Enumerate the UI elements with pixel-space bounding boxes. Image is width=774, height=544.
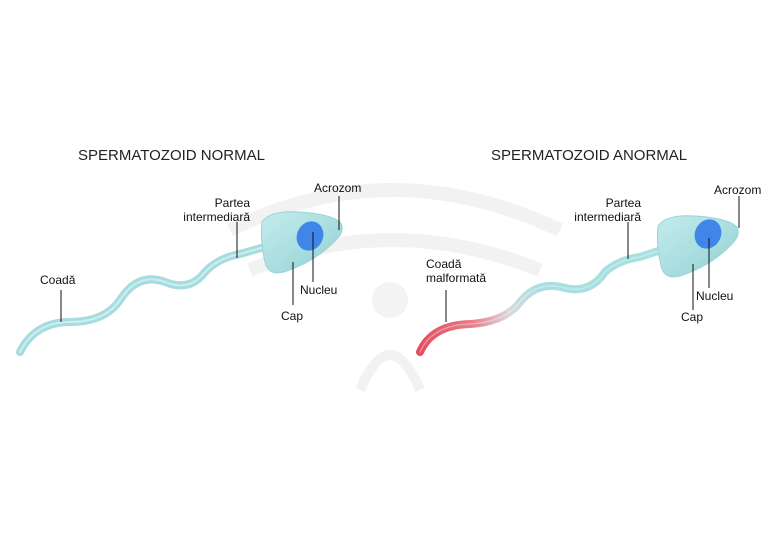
- abnormal-nucleus: [694, 219, 722, 249]
- normal-label-partea-line1: Partea: [214, 196, 250, 210]
- abnormal-label-acrozom: Acrozom: [714, 183, 762, 197]
- abnormal-leader-lines: [445, 196, 740, 322]
- normal-nucleus: [296, 221, 324, 251]
- abnormal-label-coada-malformata: Coadă malformată: [426, 257, 486, 285]
- abnormal-sperm-illustration: [416, 215, 739, 356]
- normal-label-coada: Coadă: [40, 273, 76, 287]
- normal-label-nucleu: Nucleu: [300, 283, 338, 297]
- abnormal-tail: [416, 245, 668, 356]
- normal-label-partea-line2: intermediară: [183, 210, 250, 224]
- abnormal-label-coada-line2: malformată: [426, 271, 487, 285]
- normal-label-partea-intermediara: Partea intermediară: [176, 196, 250, 224]
- normal-leader-lines: [60, 196, 340, 322]
- abnormal-title: SPERMATOZOID ANORMAL: [491, 147, 688, 164]
- abnormal-label-cap: Cap: [681, 310, 704, 324]
- normal-title: SPERMATOZOID NORMAL: [78, 147, 265, 164]
- abnormal-label-partea-line1: Partea: [605, 196, 641, 210]
- abnormal-label-coada-line1: Coadă: [426, 257, 462, 271]
- normal-tail: [16, 242, 272, 356]
- normal-sperm-illustration: [16, 211, 343, 356]
- abnormal-head: [656, 215, 739, 278]
- normal-label-acrozom: Acrozom: [314, 181, 362, 195]
- abnormal-label-partea-intermediara: Partea intermediară: [567, 196, 641, 224]
- abnormal-label-partea-line2: intermediară: [574, 210, 641, 224]
- abnormal-label-nucleu: Nucleu: [696, 289, 734, 303]
- normal-label-cap: Cap: [281, 309, 304, 323]
